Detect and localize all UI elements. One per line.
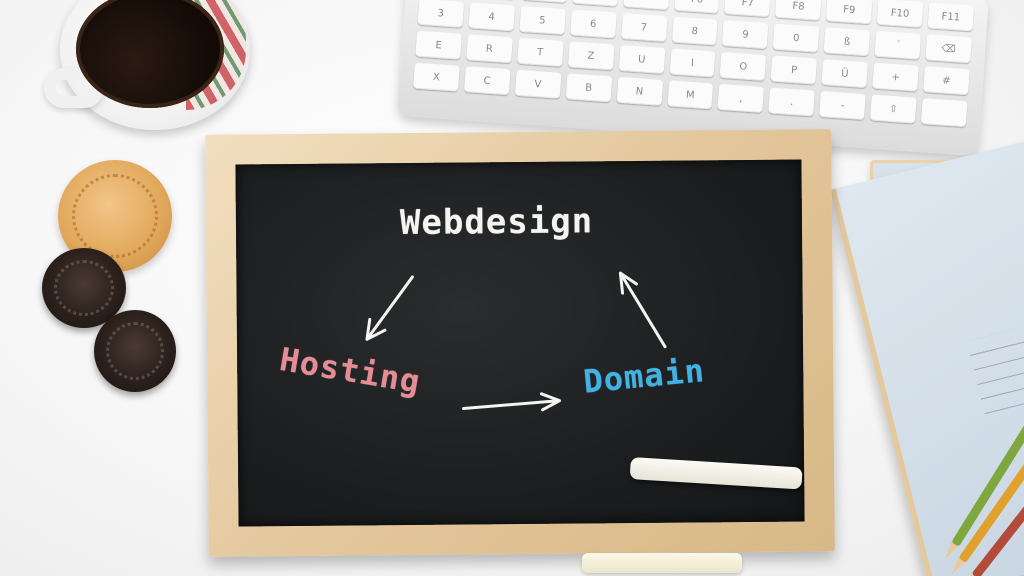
key: F8 [775,0,822,21]
key: Ü [821,59,869,89]
key: F5 [622,0,670,11]
key: 8 [671,16,719,46]
key [920,98,968,128]
key: O [719,51,767,82]
key: # [923,66,970,96]
chalk-icon [582,553,742,573]
coffee-mug-icon [44,0,250,130]
key: T [516,37,564,67]
key: ´ [874,30,922,60]
arrow-domain-to-webdesign [618,271,667,349]
key: U [618,44,666,74]
key: E [415,30,462,60]
key: F4 [572,0,619,7]
key: R [466,34,513,64]
key: M [666,80,714,110]
key: ⇧ [870,94,917,124]
key: F10 [876,0,924,28]
key: V [514,69,562,99]
key: + [872,62,919,92]
key: 6 [569,9,617,39]
address-lines [966,312,1024,420]
key: . [768,87,816,117]
key: ß [823,27,871,57]
arrow-webdesign-to-hosting [365,275,414,341]
cookie-icon [94,310,176,392]
chalkboard: Webdesign Hosting Domain [235,159,805,527]
key: N [616,76,663,106]
key: - [819,91,866,121]
coffee [76,0,224,108]
key: 7 [620,12,668,43]
cycle-arrows [365,271,667,412]
key: F7 [724,0,772,18]
key: X [413,62,460,92]
key: 9 [722,20,769,50]
key: F11 [927,2,975,32]
key: F9 [826,0,873,25]
key: , [717,83,765,113]
key: F6 [673,0,721,14]
key: 0 [772,23,820,53]
arrow-hosting-to-domain [462,392,562,412]
key: C [463,66,511,96]
cookie-icon [42,248,126,328]
key: ⌫ [925,34,972,64]
key: 3 [417,0,465,28]
key: 4 [468,2,515,32]
key: F3 [521,0,568,4]
key: P [770,55,818,85]
chalkboard-frame: Webdesign Hosting Domain [205,129,835,557]
key: Z [567,41,615,71]
key: I [669,48,716,78]
key: 5 [519,5,566,35]
key: B [565,73,613,103]
